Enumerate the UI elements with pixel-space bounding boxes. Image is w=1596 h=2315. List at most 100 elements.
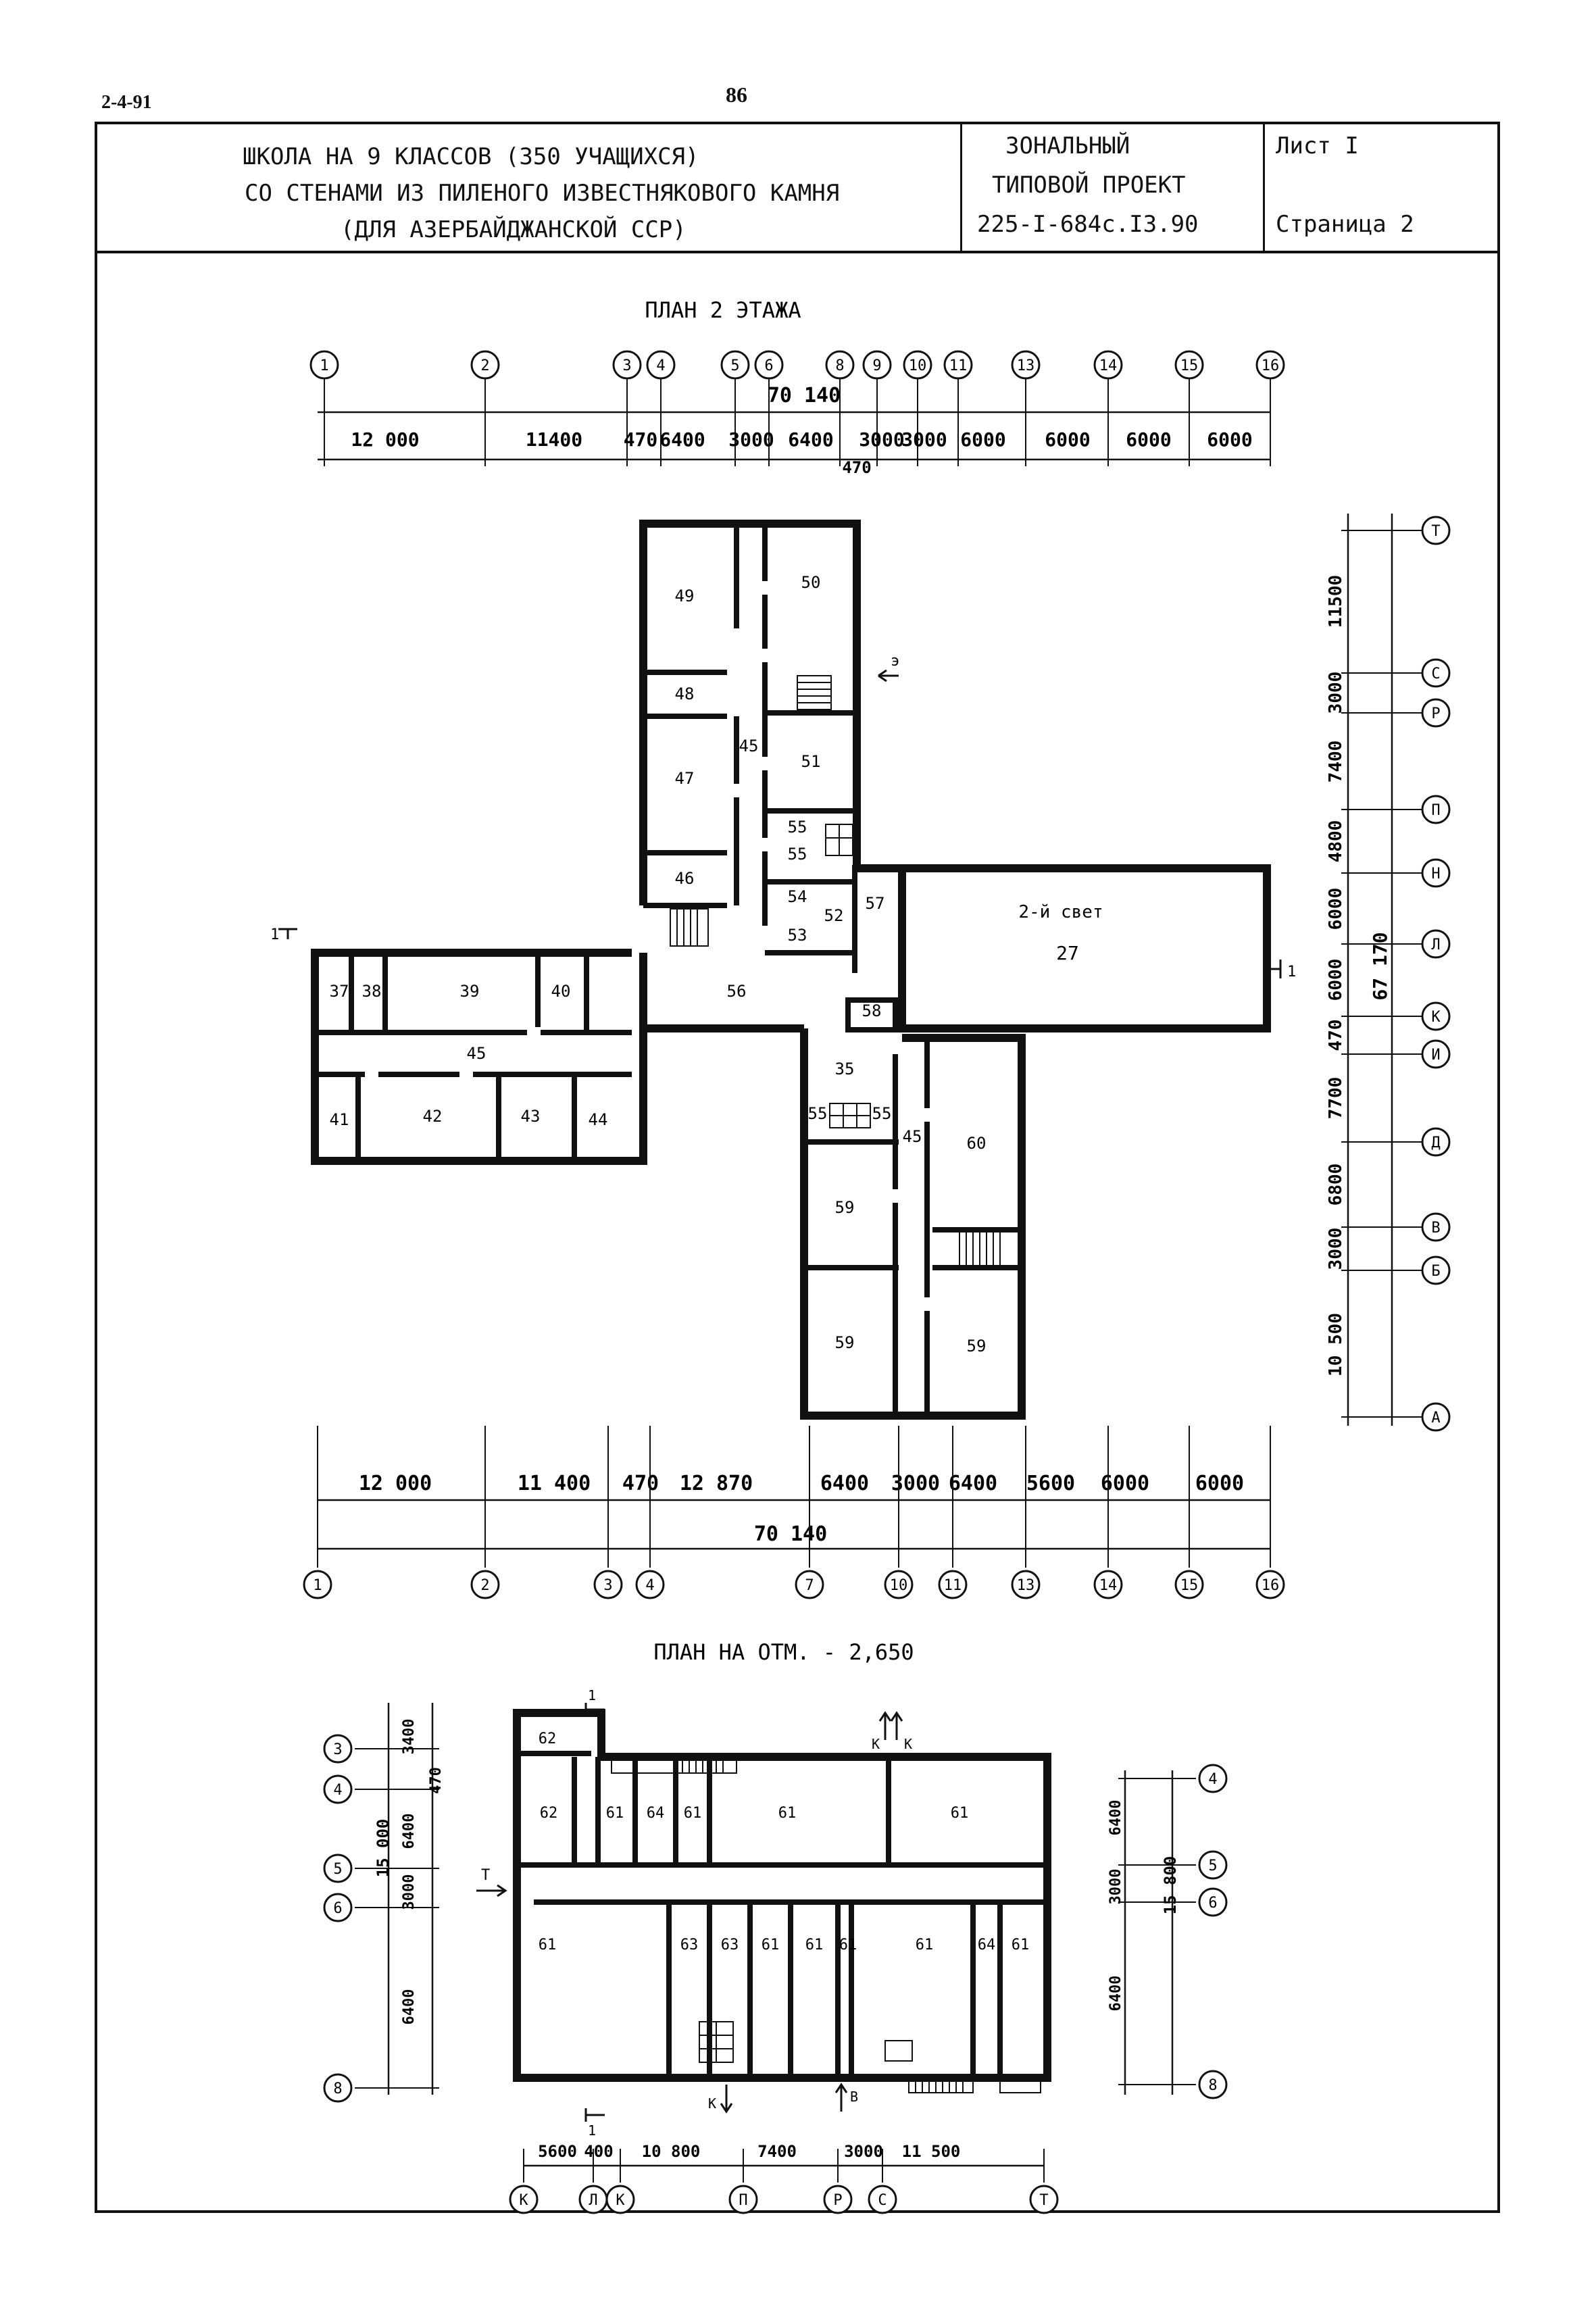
right-dim-4: 6000 xyxy=(1326,888,1346,930)
top-dim-11: 6000 xyxy=(1207,428,1252,451)
lower-left-axis-8: 8 xyxy=(323,2073,353,2103)
right-axis-4: Н xyxy=(1421,858,1451,888)
bottom-axis-14-8: 14 xyxy=(1093,1570,1123,1599)
room-50-1: 50 xyxy=(801,573,821,592)
interior-walls xyxy=(315,524,1022,1416)
room-37-13: 37 xyxy=(330,982,349,1001)
lower-room-61-11: 61 xyxy=(805,1937,824,1953)
room-46-7: 46 xyxy=(675,869,695,888)
entry-label-k1: К xyxy=(872,1736,880,1752)
page-label: Страница 2 xyxy=(1276,211,1414,238)
bottom-axis-3-2: 3 xyxy=(593,1570,623,1599)
right-axis-10: Б xyxy=(1421,1255,1451,1285)
entry-arrows xyxy=(476,1703,903,2122)
right-dim-8: 6800 xyxy=(1326,1164,1346,1206)
lower-right-axis-8-label: 8 xyxy=(1208,2077,1217,2094)
right-axis-4-label: Н xyxy=(1431,866,1440,882)
lower-left-axis-5-label: 5 xyxy=(333,1861,342,1878)
entry-label-k2: К xyxy=(904,1736,912,1752)
drawing-frame xyxy=(95,251,1500,2213)
right-axis-1: С xyxy=(1421,658,1451,688)
right-axis-8-label: Д xyxy=(1431,1135,1440,1151)
room-47-3: 47 xyxy=(675,769,695,788)
right-axis-7-label: И xyxy=(1431,1047,1440,1064)
right-dim-1: 3000 xyxy=(1326,672,1346,714)
right-dimension-labels: 1150030007400480060006000470770068003000… xyxy=(1326,575,1346,1376)
project-line-1: ЗОНАЛЬНЫЙ xyxy=(1005,132,1130,159)
right-axis-3-label: П xyxy=(1431,802,1440,819)
lower-left-dim-3: 3000 xyxy=(401,1874,418,1910)
top-axis-1: 1 xyxy=(309,350,339,380)
bottom-dim-6: 6400 xyxy=(949,1472,997,1495)
room-59-30: 59 xyxy=(835,1333,855,1352)
right-axis-9: В xyxy=(1421,1212,1451,1242)
lower-bottom-dim-1: 400 xyxy=(584,2142,613,2161)
top-axis-4: 4 xyxy=(646,350,676,380)
lower-right-axis-5-label: 5 xyxy=(1208,1858,1217,1874)
lower-building-outline xyxy=(513,1709,1051,2082)
page-number: 86 xyxy=(726,82,747,107)
title-block: ШКОЛА НА 9 КЛАССОВ (350 УЧАЩИХСЯ) СО СТЕ… xyxy=(95,122,1500,253)
right-dim-6: 470 xyxy=(1326,1020,1346,1051)
evac-label: э xyxy=(891,653,899,670)
lower-left-chain xyxy=(387,1703,434,2095)
room-39-15: 39 xyxy=(460,982,480,1001)
lower-room-63-9: 63 xyxy=(721,1937,739,1953)
project-line-2: ТИПОВОЙ ПРОЕКТ xyxy=(992,172,1186,199)
lower-bottom-dim-0: 5600 xyxy=(538,2142,577,2161)
lower-stairs xyxy=(611,1756,1041,2093)
top-axis-2-label: 2 xyxy=(480,357,489,374)
bottom-dimension-chain xyxy=(318,1499,1270,1550)
lower-bottom-axis-0-label: К xyxy=(519,2192,528,2209)
lower-section-top: 1 xyxy=(588,1687,596,1703)
lower-bottom-axis-6-label: Т xyxy=(1039,2192,1048,2209)
room-41-20: 41 xyxy=(330,1110,349,1129)
top-axis-3-label: 3 xyxy=(622,357,631,374)
lower-left-axis-6: 6 xyxy=(323,1893,353,1922)
top-dim-8: 6000 xyxy=(960,428,1005,451)
top-axis-2: 2 xyxy=(470,350,500,380)
lower-left-axis-4: 4 xyxy=(323,1774,353,1804)
top-axis-9-label: 9 xyxy=(872,357,881,374)
top-small-dim: 470 xyxy=(842,458,871,477)
bottom-total: 70 140 xyxy=(754,1522,827,1546)
room-53-10: 53 xyxy=(788,926,807,945)
lower-left-dim-4: 6400 xyxy=(401,1989,418,2025)
bottom-axis-11-6-label: 11 xyxy=(944,1577,962,1594)
room-45-12: 45 xyxy=(739,737,759,755)
bottom-dim-3: 12 870 xyxy=(680,1472,753,1495)
bottom-axis-2-1-label: 2 xyxy=(480,1577,489,1594)
room-48-2: 48 xyxy=(675,684,695,703)
top-axis-11: 11 xyxy=(943,350,973,380)
lower-bottom-axis-4: Р xyxy=(823,2185,853,2214)
top-axis-13: 13 xyxy=(1011,350,1041,380)
bottom-axis-14-8-label: 14 xyxy=(1099,1577,1118,1594)
room-59-31: 59 xyxy=(967,1337,987,1355)
lower-room-61-10: 61 xyxy=(762,1937,780,1953)
right-dimension-chain xyxy=(1347,514,1393,1426)
lower-room-62-0: 62 xyxy=(539,1731,557,1747)
title-line-2: СО СТЕНАМИ ИЗ ПИЛЕНОГО ИЗВЕСТНЯКОВОГО КА… xyxy=(245,180,840,207)
room-45-19: 45 xyxy=(467,1044,487,1063)
lower-right-axis-5: 5 xyxy=(1198,1850,1228,1880)
top-axis-11-label: 11 xyxy=(949,357,968,374)
bottom-axis-4-3: 4 xyxy=(635,1570,665,1599)
bottom-axis-2-1: 2 xyxy=(470,1570,500,1599)
bottom-axis-13-7-label: 13 xyxy=(1017,1577,1035,1594)
bottom-axis-15-9: 15 xyxy=(1174,1570,1204,1599)
sheet-label: Лист I xyxy=(1276,132,1359,159)
lower-left-axis-8-label: 8 xyxy=(333,2081,342,2097)
lower-room-61-4: 61 xyxy=(684,1805,702,1822)
right-axis-3: П xyxy=(1421,795,1451,824)
lower-bottom-axis-1-label: Л xyxy=(589,2192,597,2209)
top-axis-15: 15 xyxy=(1174,350,1204,380)
bottom-axis-3-2-label: 3 xyxy=(603,1577,612,1594)
lower-right-total: 15 800 xyxy=(1161,1856,1180,1915)
entry-label-k3: К xyxy=(708,2095,716,2112)
building-outline xyxy=(311,520,1271,1420)
room-45-27: 45 xyxy=(903,1127,922,1146)
